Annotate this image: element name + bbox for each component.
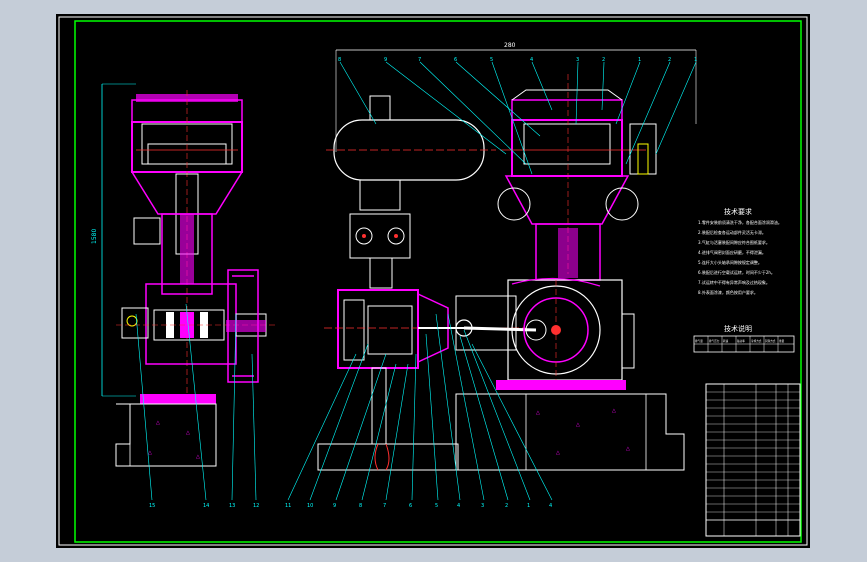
perf-header: 冷却方式 xyxy=(751,339,762,343)
svg-text:△: △ xyxy=(612,408,616,414)
callout: 6 xyxy=(454,57,457,63)
callout: 7 xyxy=(383,503,386,509)
svg-text:△: △ xyxy=(148,450,152,456)
perf-header: 转速 xyxy=(723,339,729,343)
callout: 13 xyxy=(229,503,235,509)
tech-req-title: 技术要求 xyxy=(724,207,752,216)
callout: 5 xyxy=(435,503,438,509)
tech-req-line: 3.气缸与活塞装配间隙应符合图纸要求。 xyxy=(698,239,770,245)
tech-req-line: 6.装配后进行空载试运转，时间不少于2h。 xyxy=(698,269,775,275)
callout: 8 xyxy=(338,57,341,63)
svg-text:△: △ xyxy=(196,454,200,460)
tech-req-line: 1.零件安装前须清洗干净，各配合面涂润滑油。 xyxy=(698,219,782,225)
perf-header: 重量 xyxy=(779,339,785,343)
drawing-sheet: 1580 △ △ △ △ xyxy=(56,14,810,548)
tech-req-line: 7.试运转中不得有异常声响及过热现象。 xyxy=(698,279,770,285)
outer-frame xyxy=(58,16,808,546)
cad-drawing: 1580 △ △ △ △ xyxy=(58,16,808,546)
callout: 3 xyxy=(481,503,484,509)
svg-text:△: △ xyxy=(186,430,190,436)
callouts-top: 8 9 7 6 5 4 3 2 1 2 1 xyxy=(338,57,697,63)
callout: 10 xyxy=(307,503,313,509)
callout: 1 xyxy=(638,57,641,63)
callout: 11 xyxy=(285,503,291,509)
bill-of-materials xyxy=(705,383,801,537)
tech-req-line: 4.进排气阀密封面应研磨，不得泄漏。 xyxy=(698,249,766,255)
callout: 9 xyxy=(333,503,336,509)
svg-text:△: △ xyxy=(626,446,630,452)
callout: 4 xyxy=(457,503,460,509)
callout: 4 xyxy=(530,57,533,63)
dimension-height: 1580 xyxy=(91,229,98,244)
perf-header: 轴功率 xyxy=(737,339,745,343)
leader-lines-top xyxy=(339,61,697,175)
perf-header: 润滑方式 xyxy=(765,339,776,343)
svg-text:△: △ xyxy=(156,420,160,426)
callout: 14 xyxy=(203,503,209,509)
callout: 9 xyxy=(384,57,387,63)
callout: 15 xyxy=(149,503,155,509)
technical-requirements: 技术要求 1.零件安装前须清洗干净，各配合面涂润滑油。 2.装配后检查各运动部件… xyxy=(698,207,782,295)
callout: 1 xyxy=(527,503,530,509)
callout: 6 xyxy=(409,503,412,509)
callout: 3 xyxy=(576,57,579,63)
callout: 12 xyxy=(253,503,259,509)
tech-req-line: 5.连杆大小头轴承间隙按规定调整。 xyxy=(698,259,762,265)
inner-frame xyxy=(74,20,802,543)
callout: 1 xyxy=(694,57,697,63)
callout: 4 xyxy=(549,503,552,509)
perf-title: 技术说明 xyxy=(724,324,752,333)
callout: 7 xyxy=(418,57,421,63)
tech-req-line: 8.外表面涂漆，颜色按用户要求。 xyxy=(698,289,758,295)
callout: 2 xyxy=(602,57,605,63)
tech-req-line: 2.装配后检查各运动部件灵活无卡滞。 xyxy=(698,229,766,235)
side-view: 1580 △ △ △ △ xyxy=(91,83,276,467)
front-view: 280 xyxy=(317,42,697,471)
perf-header: 排气量 xyxy=(695,339,703,343)
callout: 5 xyxy=(490,57,493,63)
svg-text:△: △ xyxy=(556,450,560,456)
callout: 2 xyxy=(505,503,508,509)
dimension-width: 280 xyxy=(504,42,516,49)
perf-header: 排气压力 xyxy=(709,339,720,343)
callout: 8 xyxy=(359,503,362,509)
svg-text:△: △ xyxy=(536,410,540,416)
performance-table: 技术说明 排气量 排气压力 转速 轴功率 冷却方式 润滑方式 重量 xyxy=(693,324,795,353)
svg-text:△: △ xyxy=(576,422,580,428)
callout: 2 xyxy=(668,57,671,63)
callouts-bottom: 15 14 13 12 11 10 9 8 7 6 5 4 3 2 1 4 xyxy=(149,503,552,509)
leader-lines-bottom xyxy=(135,303,553,501)
